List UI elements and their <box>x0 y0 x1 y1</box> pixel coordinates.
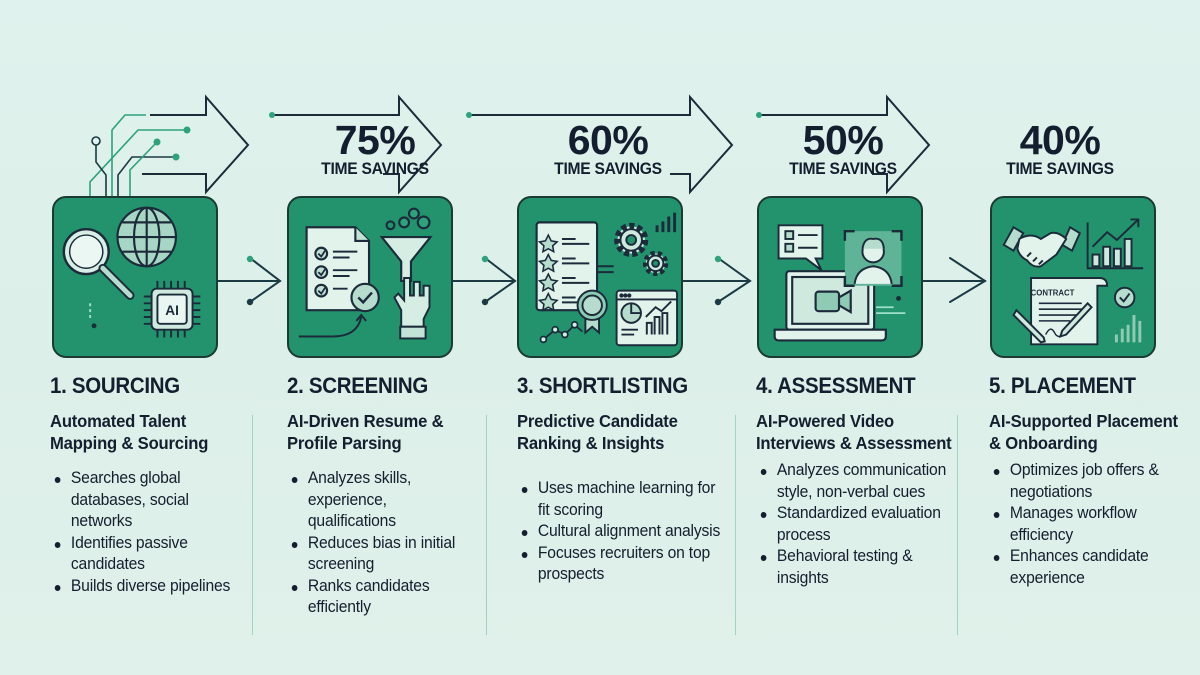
bullet-item: Optimizes job offers & negotiations <box>989 460 1179 503</box>
bullet-item: Manages workflow efficiency <box>989 503 1179 546</box>
stage-title: AI-Driven Resume & Profile Parsing <box>287 411 444 453</box>
stage-title: Predictive Candidate Ranking & Insights <box>517 411 678 453</box>
bullet-item: Analyzes communication style, non-verbal… <box>756 460 956 503</box>
stage-heading: 5. PLACEMENT <box>989 373 1136 398</box>
contract-icon: CONTRACT <box>1030 277 1109 346</box>
bullet-item: Enhances candidate experience <box>989 546 1179 589</box>
stage-card-shortlisting <box>517 196 683 358</box>
stage-heading: 3. SHORTLISTING <box>517 373 688 398</box>
bullet-item: Cultural alignment analysis <box>517 521 727 543</box>
magnifier-icon <box>62 227 135 300</box>
stage-column-shortlisting: 3. SHORTLISTING Predictive Candidate Ran… <box>517 372 722 586</box>
savings-percent: 60% <box>567 117 649 163</box>
star-ranking-list-icon <box>535 221 614 312</box>
stage-bullets: Optimizes job offers & negotiations Mana… <box>989 460 1174 589</box>
stage-card-screening <box>287 196 453 358</box>
time-savings-badge-4: 40% TIME SAVINGS <box>985 120 1135 178</box>
svg-text:CONTRACT: CONTRACT <box>1031 289 1075 298</box>
column-divider <box>957 415 958 635</box>
stage-title: AI-Powered Video Interviews & Assessment <box>756 411 952 453</box>
analytics-dashboard-icon <box>615 289 679 347</box>
bullet-item: Identifies passive candidates <box>50 533 245 576</box>
bullet-item: Ranks candidates efficiently <box>287 576 472 619</box>
check-badge-icon <box>298 282 380 338</box>
stage-title: AI-Supported Placement & Onboarding <box>989 411 1178 453</box>
svg-text:AI: AI <box>165 303 179 318</box>
stage-column-sourcing: 1. SOURCING Automated Talent Mapping & S… <box>50 372 240 597</box>
time-savings-badge-2: 60% TIME SAVINGS <box>533 120 683 178</box>
bullet-item: Uses machine learning for fit scoring <box>517 478 727 521</box>
stage-bullets: Analyzes communication style, non-verbal… <box>756 460 951 589</box>
face-scan-icon <box>843 229 903 287</box>
stage-card-assessment <box>757 196 923 358</box>
time-savings-badge-1: 75% TIME SAVINGS <box>300 120 450 178</box>
stage-column-placement: 5. PLACEMENT AI-Supported Placement & On… <box>989 372 1178 589</box>
bullet-item: Standardized evaluation process <box>756 503 956 546</box>
savings-label: TIME SAVINGS <box>789 159 897 178</box>
bullet-item: Behavioral testing & insights <box>756 546 956 589</box>
stage-bullets: Searches global databases, social networ… <box>50 468 240 597</box>
bullet-item: Reduces bias in initial screening <box>287 533 472 576</box>
bullet-item: Analyzes skills, experience, qualificati… <box>287 468 472 533</box>
savings-label: TIME SAVINGS <box>321 159 429 178</box>
stage-column-assessment: 4. ASSESSMENT AI-Powered Video Interview… <box>756 372 952 589</box>
savings-percent: 40% <box>1019 117 1101 163</box>
bar-chart-icon <box>655 212 677 233</box>
stage-heading: 2. SCREENING <box>287 373 429 398</box>
stage-card-placement: CONTRACT <box>990 196 1156 358</box>
growth-chart-icon <box>1086 218 1144 270</box>
trend-line-icon <box>539 320 584 344</box>
stage-bullets: Analyzes skills, experience, qualificati… <box>287 468 467 619</box>
bullet-item: Builds diverse pipelines <box>50 576 245 598</box>
savings-label: TIME SAVINGS <box>554 159 662 178</box>
bullet-item: Focuses recruiters on top prospects <box>517 543 727 586</box>
check-circle-icon <box>1113 286 1136 309</box>
globe-icon <box>116 206 178 268</box>
stage-heading: 1. SOURCING <box>50 373 180 398</box>
bullet-item: Searches global databases, social networ… <box>50 468 245 533</box>
column-divider <box>735 415 736 635</box>
savings-percent: 50% <box>802 117 884 163</box>
gears-icon <box>614 222 669 277</box>
stage-bullets: Uses machine learning for fit scoring Cu… <box>517 478 722 586</box>
big-arrow-1 <box>142 94 250 195</box>
pen-icon <box>1012 301 1093 344</box>
column-divider <box>486 415 487 635</box>
stage-title: Automated Talent Mapping & Sourcing <box>50 411 209 453</box>
stage-card-sourcing: AI <box>52 196 218 358</box>
time-savings-badge-3: 50% TIME SAVINGS <box>768 120 918 178</box>
award-ribbon-icon <box>576 289 608 335</box>
stage-heading: 4. ASSESSMENT <box>756 373 916 398</box>
savings-label: TIME SAVINGS <box>1006 159 1114 178</box>
funnel-icon <box>379 207 433 282</box>
ai-chip-icon: AI <box>143 280 201 338</box>
savings-percent: 75% <box>334 117 416 163</box>
handshake-icon <box>1002 225 1082 268</box>
chat-bubble-icon <box>777 224 824 271</box>
robot-hand-icon <box>393 277 431 340</box>
column-divider <box>252 415 253 635</box>
stage-column-screening: 2. SCREENING AI-Driven Resume & Profile … <box>287 372 467 619</box>
